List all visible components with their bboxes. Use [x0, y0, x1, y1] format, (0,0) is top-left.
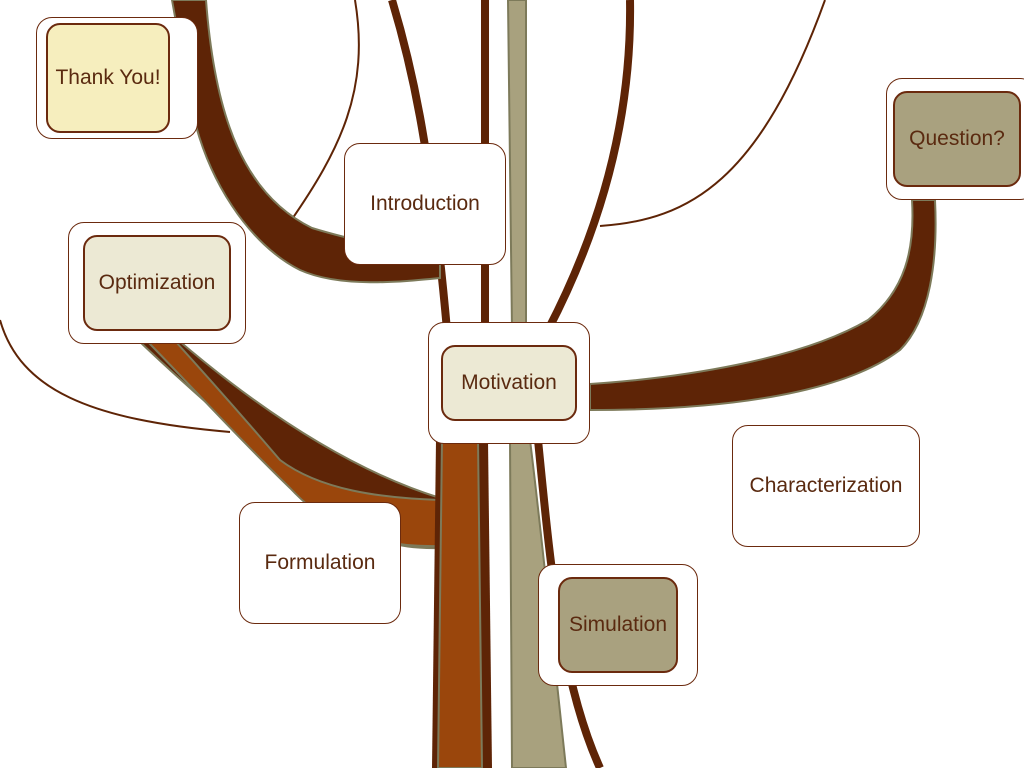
simulation-label: Simulation	[568, 613, 668, 636]
motivation-label: Motivation	[461, 371, 557, 394]
thin-branch-left	[0, 319, 231, 433]
introduction-label: Introduction	[370, 192, 480, 215]
question-node[interactable]: Question?	[886, 78, 1024, 200]
thin-branch-right	[599, 0, 826, 227]
branch-right-arc	[544, 0, 635, 332]
optimization-node[interactable]: Optimization	[68, 222, 246, 344]
characterization-node[interactable]: Characterization	[732, 425, 920, 547]
formulation-label: Formulation	[264, 551, 376, 574]
formulation-node[interactable]: Formulation	[239, 502, 401, 624]
trunk-olive-top	[506, 0, 527, 331]
question-label: Question?	[909, 127, 1005, 150]
introduction-node[interactable]: Introduction	[344, 143, 506, 265]
thin-branch-intro-loop	[289, 0, 360, 223]
motivation-box: Motivation	[441, 345, 577, 421]
question-box: Question?	[893, 91, 1021, 187]
thank-you-box: Thank You!	[46, 23, 170, 133]
optimization-label: Optimization	[98, 271, 216, 294]
thank-you-node[interactable]: Thank You!	[36, 17, 198, 139]
branch-question	[589, 199, 937, 412]
simulation-node[interactable]: Simulation	[538, 564, 698, 686]
characterization-label: Characterization	[749, 474, 903, 497]
thank-you-label: Thank You!	[55, 66, 161, 89]
motivation-node[interactable]: Motivation	[428, 322, 590, 444]
simulation-box: Simulation	[558, 577, 678, 673]
optimization-box: Optimization	[83, 235, 231, 331]
trunk-lower-orange	[436, 439, 484, 768]
